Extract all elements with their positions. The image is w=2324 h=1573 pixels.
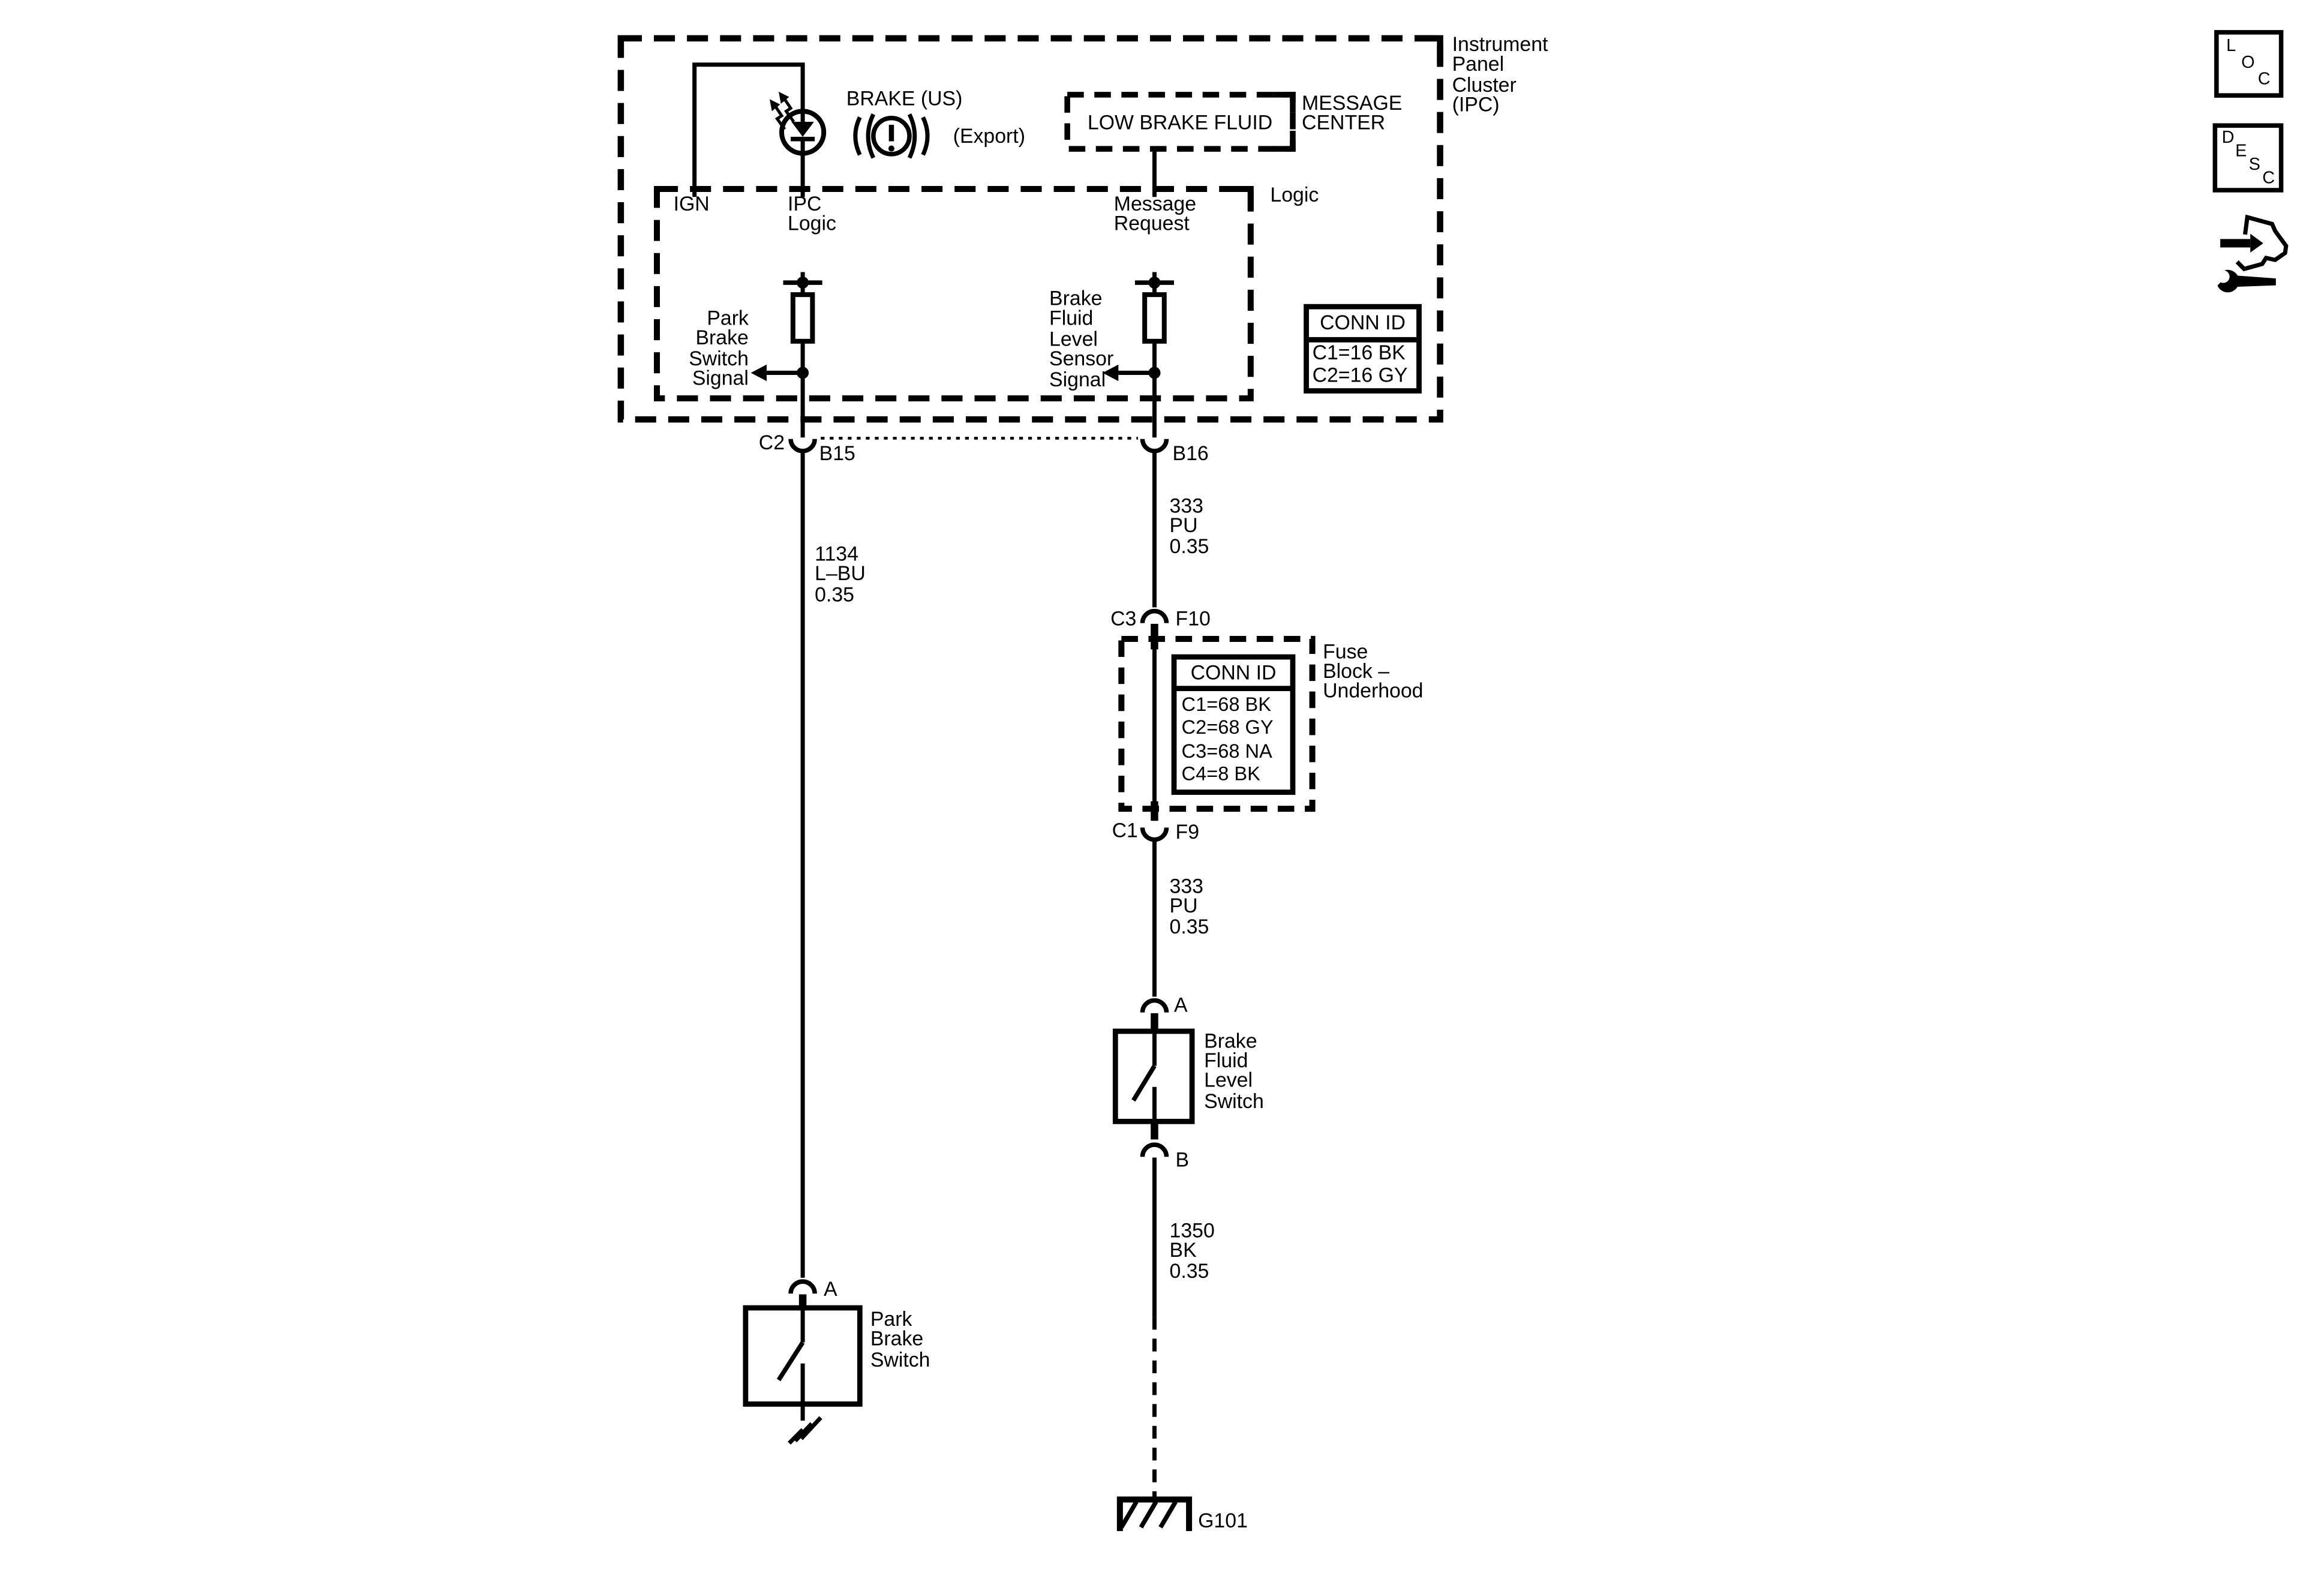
fuse-conn-id-rows: C1=68 BK C2=68 GY C3=68 NA C4=8 BK (1181, 692, 1274, 785)
desc-button[interactable]: D E S C (2212, 123, 2284, 193)
connector-a-park-icon (788, 1279, 817, 1308)
loc-letter: O (2241, 54, 2255, 73)
fluid-sensor-signal-resistor (1103, 149, 1175, 438)
ground-g101-icon (1116, 1496, 1193, 1532)
connector-b15-label: B15 (819, 442, 855, 465)
connector-b-fluid-label: B (1175, 1148, 1190, 1170)
connector-b-fluid-icon (1140, 1121, 1169, 1157)
ipc-conn-id-row: C2=16 GY (1312, 363, 1408, 386)
message-request-pin-label: Message Request (1113, 192, 1197, 235)
connector-b15-icon (788, 439, 817, 454)
ipc-logic-pin-label: IPC Logic (788, 192, 836, 235)
desc-letter: E (2235, 143, 2247, 161)
message-center-label: MESSAGE CENTER (1302, 91, 1403, 135)
park-switch-title: Park Brake Switch (870, 1308, 930, 1371)
ign-pin-label: IGN (673, 192, 710, 215)
park-brake-signal-label: Park Brake Switch Signal (689, 307, 749, 390)
fluid-sensor-signal-label: Brake Fluid Level Sensor Signal (1049, 287, 1114, 391)
connector-f9-icon (1140, 827, 1169, 842)
ign-feed-wire (692, 62, 805, 197)
connector-f10-label: F10 (1175, 607, 1211, 630)
fluid-switch-title: Brake Fluid Level Switch (1204, 1029, 1264, 1112)
park-brake-signal-resistor (750, 272, 822, 438)
fuse-block-box (1118, 635, 1316, 812)
brake-export-symbol-icon (853, 113, 930, 159)
connector-f10-icon (1140, 608, 1169, 650)
connector-b16-icon (1140, 439, 1169, 454)
connector-f9-label: F9 (1175, 819, 1200, 843)
ipc-conn-id-title: CONN ID (1320, 310, 1406, 334)
desc-letter: S (2248, 156, 2260, 175)
connector-a-fluid-label: A (1174, 993, 1188, 1016)
connector-b16-label: B16 (1172, 442, 1209, 465)
connector-c2-label: C2 (758, 430, 785, 454)
wire-1134-label: 1134 L–BU 0.35 (815, 542, 866, 606)
desc-letter: D (2221, 129, 2235, 148)
desc-letter: C (2262, 170, 2275, 188)
repair-instructions-icon[interactable] (2208, 214, 2289, 293)
ground-g101-label: G101 (1198, 1508, 1248, 1532)
ipc-logic-inner-box (654, 185, 1254, 402)
export-label: (Export) (953, 124, 1025, 148)
connector-c3-label: C3 (1110, 607, 1137, 629)
low-brake-fluid-box (1064, 92, 1296, 152)
ipc-conn-id-row: C1=16 BK (1312, 341, 1406, 364)
low-brake-fluid-message: LOW BRAKE FLUID (1087, 110, 1273, 133)
loc-letter: L (2226, 37, 2236, 56)
fuse-block-title: Fuse Block – Underhood (1323, 640, 1424, 703)
wire-1350-label: 1350 BK 0.35 (1169, 1219, 1215, 1282)
brake-indicator-bulb-icon (769, 91, 827, 197)
ipc-conn-id-table (1304, 304, 1422, 394)
ipc-outer-box (617, 35, 1443, 423)
connector-a-park-label: A (824, 1277, 837, 1301)
wire-333-lower-label: 333 PU 0.35 (1169, 875, 1209, 938)
loc-button[interactable]: L O C (2214, 30, 2284, 98)
brake-us-label: BRAKE (US) (846, 87, 963, 110)
connector-c1-label: C1 (1112, 818, 1138, 841)
ipc-title: Instrument Panel Cluster (IPC) (1452, 33, 1548, 116)
loc-letter: C (2257, 70, 2271, 89)
ground-park-brake-icon (788, 1404, 822, 1445)
park-brake-switch-symbol (743, 1305, 863, 1407)
connector-a-fluid-icon (1140, 998, 1169, 1031)
logic-label: Logic (1270, 183, 1319, 206)
fuse-conn-id-table (1171, 654, 1296, 795)
brake-fluid-level-switch-symbol (1112, 1028, 1195, 1124)
wire-333-upper-label: 333 PU 0.35 (1169, 494, 1209, 558)
fuse-conn-id-title: CONN ID (1190, 661, 1277, 683)
